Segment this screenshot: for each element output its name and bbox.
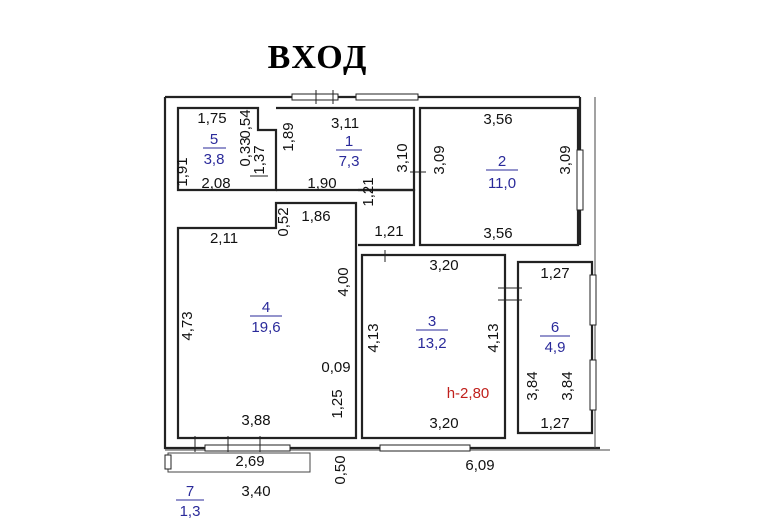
dim-overall-bottom: 6,09 <box>465 457 494 474</box>
dim-r1-top: 3,11 <box>331 115 359 132</box>
svg-text:19,6: 19,6 <box>251 319 280 336</box>
dim-r4-left: 4,73 <box>179 311 196 340</box>
svg-text:7: 7 <box>186 483 194 500</box>
dim-r2-left: 3,09 <box>431 145 448 174</box>
dim-r6-bottom: 1,27 <box>540 415 569 432</box>
room-3-label: 3 13,2 <box>416 313 448 352</box>
dim-r4-top-right: 1,86 <box>301 208 330 225</box>
dim-r3-right: 4,13 <box>485 323 502 352</box>
dim-r4-right: 4,00 <box>335 267 352 296</box>
room-4-label: 4 19,6 <box>250 299 282 336</box>
dim-stair-v: 1,21 <box>360 177 377 206</box>
dim-r3-left: 4,13 <box>365 323 382 352</box>
room-1-label: 1 7,3 <box>336 133 362 170</box>
dimensions-vertical: 0,54 0,33 1,37 1,91 1,89 3,10 1,21 3,09 … <box>174 109 576 484</box>
dim-r2-right: 3,09 <box>557 145 574 174</box>
dim-r5-right2: 0,33 <box>237 137 254 166</box>
dim-r6-right: 3,84 <box>559 371 576 400</box>
svg-text:7,3: 7,3 <box>339 153 360 170</box>
dim-stair-h: 1,21 <box>374 223 403 240</box>
dimensions-horizontal: 1,75 2,08 3,11 1,90 1,21 3,56 3,56 2,11 … <box>197 110 569 500</box>
entrance-label: ВХОД <box>268 39 369 76</box>
svg-text:6: 6 <box>551 319 559 336</box>
room-6-label: 6 4,9 <box>540 319 570 356</box>
dim-r5-top: 1,75 <box>197 110 226 127</box>
dim-r7-right: 0,50 <box>332 455 349 484</box>
dim-r4-notch: 0,52 <box>275 207 292 236</box>
dim-r6-left: 3,84 <box>524 371 541 400</box>
svg-text:11,0: 11,0 <box>488 175 516 192</box>
svg-text:1,3: 1,3 <box>180 503 201 520</box>
dim-r1-left: 1,89 <box>280 122 297 151</box>
dim-r3-bottom: 3,20 <box>429 415 458 432</box>
dim-r5-mid: 1,37 <box>251 145 268 174</box>
dim-r4-top-left: 2,11 <box>210 230 238 247</box>
svg-text:4,9: 4,9 <box>545 339 566 356</box>
dim-r3-top: 3,20 <box>429 257 458 274</box>
room-2-label: 2 11,0 <box>486 153 518 192</box>
dim-r5-right: 0,54 <box>237 109 254 138</box>
door-marks <box>194 90 522 452</box>
dim-r6-top: 1,27 <box>540 265 569 282</box>
room-7-label: 7 1,3 <box>176 483 204 520</box>
windows <box>164 93 597 470</box>
dim-r4-bottom: 3,88 <box>241 412 270 429</box>
svg-text:4: 4 <box>262 299 270 316</box>
dim-r5-left: 1,91 <box>174 157 191 186</box>
dim-r7-top: 2,69 <box>235 453 264 470</box>
dim-r7-bottom: 3,40 <box>241 483 270 500</box>
ceiling-height-label: h-2,80 <box>447 385 490 402</box>
dim-r4-bottom-right: 1,25 <box>329 389 346 418</box>
dim-r2-top: 3,56 <box>483 111 512 128</box>
dim-r1-right: 3,10 <box>394 143 411 172</box>
dim-r5-bottom: 2,08 <box>201 175 230 192</box>
svg-text:3,8: 3,8 <box>204 151 225 168</box>
svg-text:1: 1 <box>345 133 353 150</box>
dim-r4-small: 0,09 <box>321 359 350 376</box>
svg-text:2: 2 <box>498 153 506 170</box>
room-5-label: 5 3,8 <box>203 131 226 168</box>
svg-text:13,2: 13,2 <box>417 335 446 352</box>
dim-r1-bottom: 1,90 <box>307 175 336 192</box>
dim-r2-bottom: 3,56 <box>483 225 512 242</box>
svg-text:3: 3 <box>428 313 436 330</box>
svg-text:5: 5 <box>210 131 218 148</box>
